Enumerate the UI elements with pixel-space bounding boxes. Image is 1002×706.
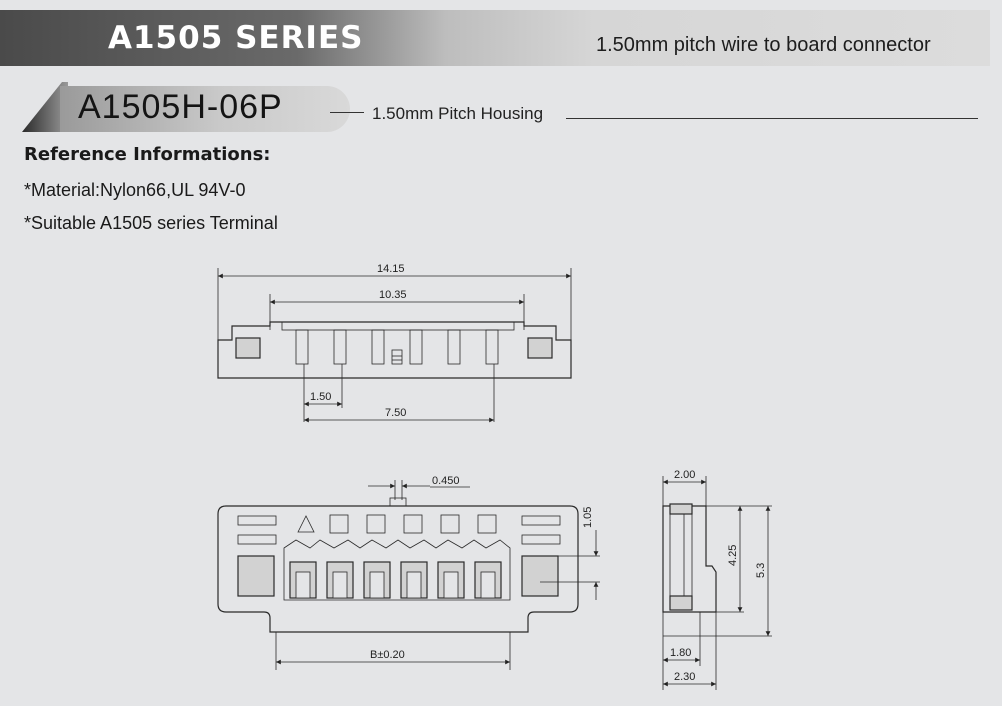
dim-side-h1: 4.25 bbox=[727, 545, 739, 566]
dim-top-overall: 14.15 bbox=[377, 263, 405, 275]
dim-length-b: B±0.20 bbox=[370, 649, 405, 661]
dim-span: 7.50 bbox=[385, 407, 406, 419]
series-subtitle: 1.50mm pitch wire to board connector bbox=[596, 34, 931, 56]
dim-side-bottom-2: 2.30 bbox=[674, 671, 695, 683]
side-view: 2.00 4.25 5.3 1.80 2.30 bbox=[662, 469, 772, 690]
dim-slot-width: 0.450 bbox=[432, 475, 460, 487]
dim-side-top: 2.00 bbox=[674, 469, 695, 481]
dim-top-inner: 10.35 bbox=[379, 289, 407, 301]
part-number: A1505H-06P bbox=[78, 88, 283, 126]
divider-line bbox=[566, 118, 978, 119]
series-banner bbox=[0, 10, 990, 66]
series-title: A1505 SERIES bbox=[108, 20, 364, 56]
front-view: 14.15 10.35 1.50 7.50 bbox=[217, 263, 572, 423]
dim-height-small: 1.05 bbox=[582, 507, 594, 528]
part-number-box bbox=[60, 86, 350, 132]
dim-side-h2: 5.3 bbox=[755, 563, 767, 578]
reference-heading: Reference Informations: bbox=[24, 144, 271, 165]
reference-terminal: *Suitable A1505 series Terminal bbox=[24, 213, 278, 233]
reference-material: *Material:Nylon66,UL 94V-0 bbox=[24, 180, 246, 200]
dim-pitch: 1.50 bbox=[310, 391, 331, 403]
face-view: 0.450 bbox=[217, 475, 600, 670]
divider-line bbox=[330, 112, 364, 113]
part-triangle-icon bbox=[22, 82, 68, 132]
dim-side-bottom-1: 1.80 bbox=[670, 647, 691, 659]
part-description: 1.50mm Pitch Housing bbox=[372, 104, 544, 123]
